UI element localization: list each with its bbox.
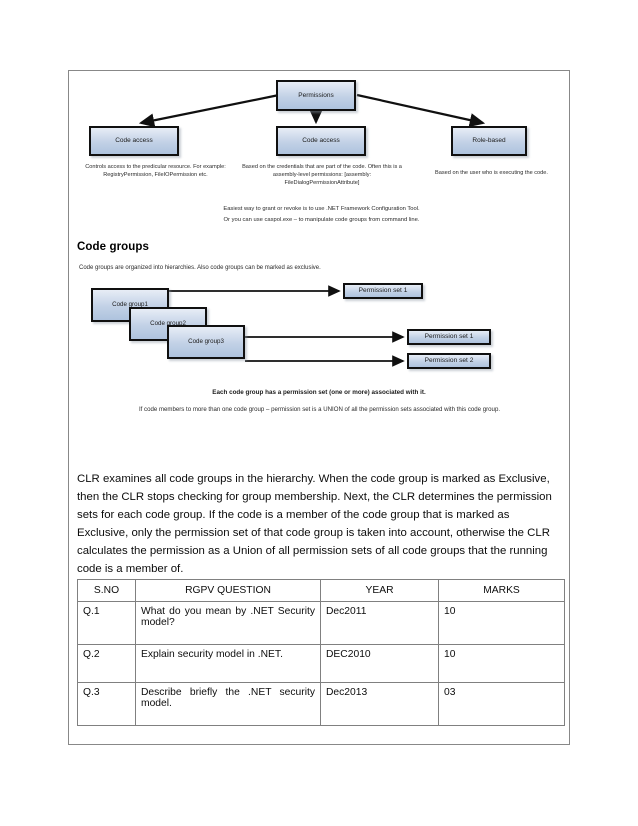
cell-sno: Q.3 <box>77 682 136 726</box>
cell-sno: Q.1 <box>77 601 136 645</box>
permissions-diagram-connectors <box>138 93 486 128</box>
code-groups-top-caption: Code groups are organized into hierarchi… <box>79 265 321 271</box>
node-label: Code group3 <box>188 337 224 345</box>
body-paragraph: CLR examines all code groups in the hier… <box>77 473 552 576</box>
node-label: Code group1 <box>112 300 148 308</box>
diagram-caption-code-access-left: Controls access to the predicular resour… <box>85 164 226 179</box>
table-body: Q.1 What do you mean by .NET Security mo… <box>77 601 565 726</box>
diagram-node-role-based: Role-based <box>451 126 527 156</box>
footer-note-line-1: Easiest way to grant or revoke is to use… <box>223 206 420 212</box>
permissions-diagram: Permissions Code access Code access Role… <box>69 71 571 236</box>
document-page: Permissions Code access Code access Role… <box>68 70 570 745</box>
diagram-node-code-access-middle: Code access <box>276 126 366 156</box>
diagram-node-permissions: Permissions <box>276 80 356 111</box>
table-header-sno: S.NO <box>77 579 136 602</box>
section-heading-code-groups: Code groups <box>77 241 150 253</box>
diagram-footer-notes: Easiest way to grant or revoke is to use… <box>149 204 494 225</box>
table-row: Q.2 Explain security model in .NET. DEC2… <box>77 644 565 683</box>
diagram-node-permission-set-middle: Permission set 1 <box>407 329 491 345</box>
table-header: S.NO RGPV QUESTION YEAR MARKS <box>77 579 565 602</box>
cell-question: What do you mean by .NET Security model? <box>135 601 321 645</box>
cell-marks: 03 <box>438 682 565 726</box>
node-label: Role-based <box>472 137 506 145</box>
table-header-year: YEAR <box>320 579 439 602</box>
cell-year: Dec2013 <box>320 682 439 726</box>
code-groups-diagram-connectors <box>169 285 405 367</box>
diagram-caption-role-based: Based on the user who is executing the c… <box>435 170 548 176</box>
code-groups-note-plain: If code members to more than one code gr… <box>138 406 501 413</box>
rgpv-question-table: S.NO RGPV QUESTION YEAR MARKS Q.1 What d… <box>77 579 565 726</box>
node-label: Permissions <box>298 91 334 99</box>
cell-sno: Q.2 <box>77 644 136 683</box>
diagram-node-permission-set-bottom: Permission set 2 <box>407 353 491 369</box>
diagram-node-code-group-3: Code group3 <box>167 325 245 359</box>
code-groups-note-bold: Each code group has a permission set (on… <box>212 389 426 396</box>
table-header-question: RGPV QUESTION <box>135 579 321 602</box>
node-label: Code access <box>115 137 153 145</box>
table-row: Q.3 Describe briefly the .NET security m… <box>77 682 565 726</box>
node-label: Permission set 2 <box>424 357 474 365</box>
cell-year: Dec2011 <box>320 601 439 645</box>
table-header-marks: MARKS <box>438 579 565 602</box>
code-groups-diagram: Code groups are organized into hierarchi… <box>69 263 571 455</box>
node-label: Permission set 1 <box>424 333 474 341</box>
cell-marks: 10 <box>438 601 565 645</box>
cell-question: Explain security model in .NET. <box>135 644 321 683</box>
diagram-node-permission-set-top: Permission set 1 <box>343 283 423 299</box>
node-label: Code group2 <box>150 319 186 327</box>
table-row: Q.1 What do you mean by .NET Security mo… <box>77 601 565 645</box>
diagram-node-code-access-left: Code access <box>89 126 179 156</box>
footer-note-line-2: Or you can use caspol.exe – to manipulat… <box>223 216 420 223</box>
cell-marks: 10 <box>438 644 565 683</box>
cell-question: Describe briefly the .NET security model… <box>135 682 321 726</box>
node-label: Code access <box>302 137 340 145</box>
cell-year: DEC2010 <box>320 644 439 683</box>
diagram-caption-code-access-middle: Based on the credentials that are part o… <box>242 164 402 187</box>
node-label: Permission set 1 <box>358 287 408 295</box>
table-header-row: S.NO RGPV QUESTION YEAR MARKS <box>77 579 565 602</box>
